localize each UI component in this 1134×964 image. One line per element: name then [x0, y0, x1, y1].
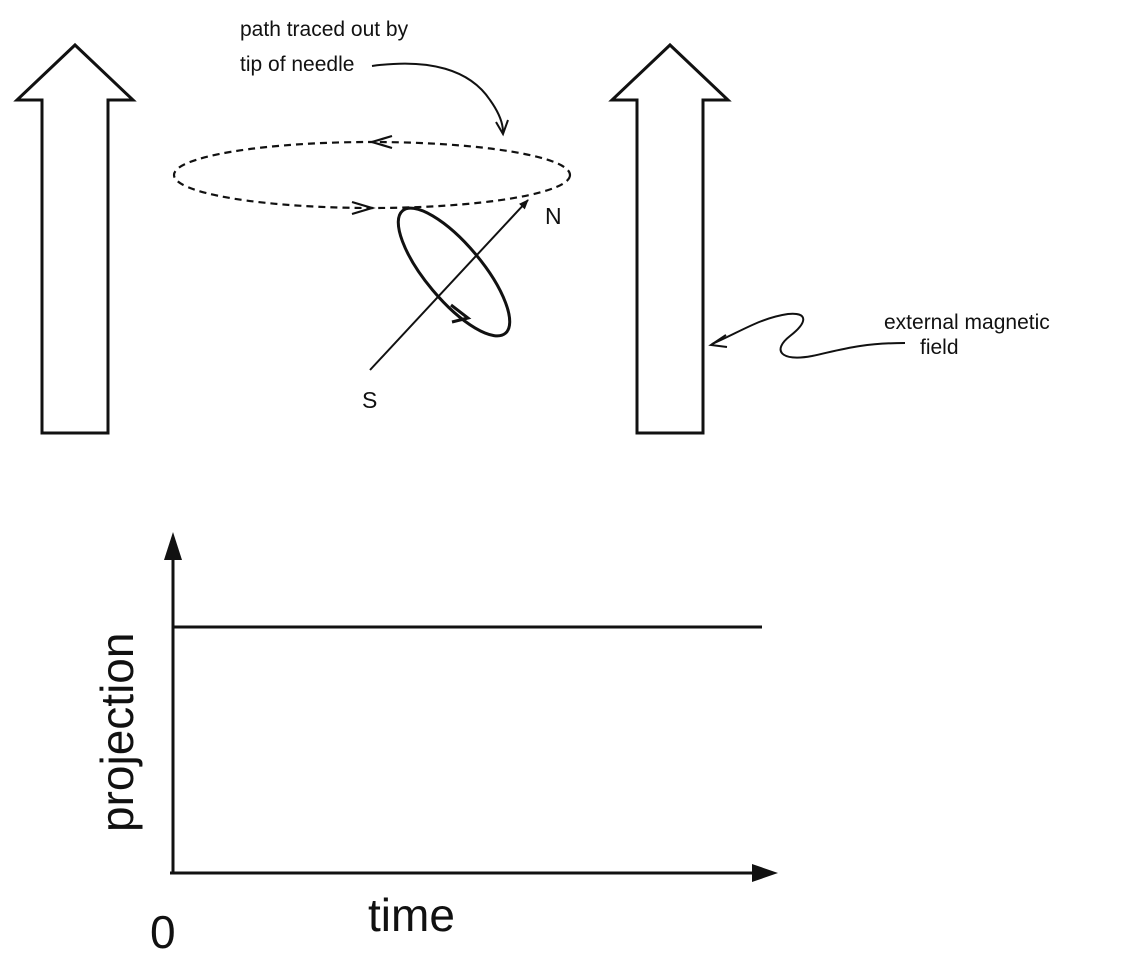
y-axis-arrowhead — [164, 532, 182, 560]
x-axis-label: time — [368, 889, 455, 941]
spin-direction-arrow — [450, 303, 472, 324]
field-label-line2: field — [920, 336, 959, 359]
path-label-line1: path traced out by — [240, 18, 409, 41]
field-label-pointer — [711, 312, 906, 359]
path-label-line2: tip of needle — [240, 53, 354, 76]
north-label: N — [545, 203, 562, 229]
field-label-pointer-head — [708, 334, 728, 348]
spin-loop — [396, 206, 512, 338]
south-label: S — [362, 387, 377, 413]
path-label-pointer — [371, 62, 504, 133]
path-direction-arrow-top — [368, 134, 393, 150]
left-field-arrow — [13, 42, 137, 435]
projection-plot: projection time 0 — [91, 532, 778, 958]
origin-label: 0 — [150, 906, 176, 958]
precession-path — [172, 140, 572, 210]
path-direction-arrow-bottom — [351, 200, 376, 216]
compass-needle — [369, 199, 529, 371]
path-label-pointer-head — [495, 119, 509, 137]
right-field-arrow — [608, 42, 732, 435]
y-axis-label: projection — [91, 633, 143, 832]
field-label-line1: external magnetic — [884, 311, 1050, 334]
x-axis-arrowhead — [752, 864, 778, 882]
